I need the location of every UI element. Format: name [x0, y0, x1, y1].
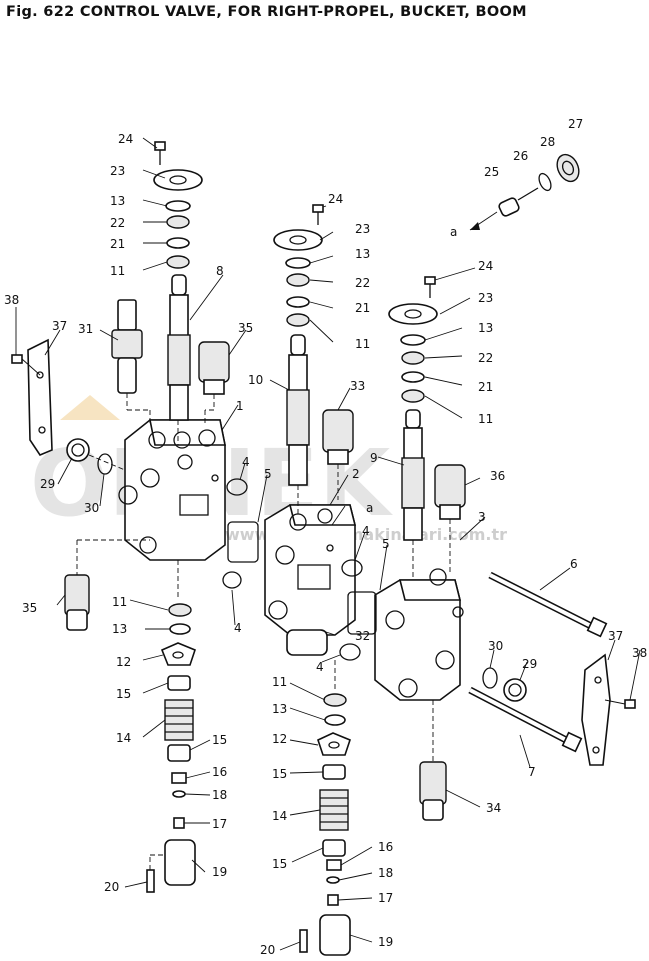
- callout-37: 37: [608, 629, 623, 643]
- relief-parts-top-right: [469, 153, 580, 231]
- spool-stack-right: [388, 276, 466, 580]
- callout-21: 21: [110, 237, 125, 251]
- valve-body-right: [374, 568, 464, 701]
- callout-30: 30: [84, 501, 99, 515]
- callout-11: 11: [272, 675, 287, 689]
- callout-21: 21: [355, 301, 370, 315]
- callout-24: 24: [478, 259, 493, 273]
- callout-7: 7: [528, 765, 536, 779]
- callout-1: 1: [236, 399, 244, 413]
- callout-32: 32: [355, 629, 370, 643]
- callout-11: 11: [112, 595, 127, 609]
- callout-21: 21: [478, 380, 493, 394]
- callout-a: a: [366, 501, 373, 515]
- callout-24: 24: [118, 132, 133, 146]
- left-side-parts: [11, 299, 230, 631]
- callout-19: 19: [378, 935, 393, 949]
- callout-4: 4: [362, 524, 370, 538]
- spring-cap-stack-left: [146, 560, 196, 893]
- callout-9: 9: [370, 451, 378, 465]
- callout-11: 11: [110, 264, 125, 278]
- callout-6: 6: [570, 557, 578, 571]
- callout-4: 4: [316, 660, 324, 674]
- callout-17: 17: [378, 891, 393, 905]
- figure-title: Fig. 622 CONTROL VALVE, FOR RIGHT-PROPEL…: [6, 4, 527, 20]
- callout-11: 11: [355, 337, 370, 351]
- callout-13: 13: [112, 622, 127, 636]
- tie-bolts-right: [419, 571, 636, 821]
- callout-29: 29: [40, 477, 55, 491]
- callout-20: 20: [260, 943, 275, 957]
- callout-15: 15: [272, 857, 287, 871]
- callout-34: 34: [486, 801, 501, 815]
- callout-16: 16: [378, 840, 393, 854]
- callout-18: 18: [212, 788, 227, 802]
- callout-25: 25: [484, 165, 499, 179]
- watermark-logo-mark: [60, 395, 120, 420]
- callout-13: 13: [110, 194, 125, 208]
- leader-lines: [15, 137, 641, 951]
- callout-4: 4: [242, 455, 250, 469]
- callout-5: 5: [382, 537, 390, 551]
- callout-35: 35: [22, 601, 37, 615]
- callout-35: 35: [238, 321, 253, 335]
- callout-23: 23: [478, 291, 493, 305]
- spring-cap-stack-center: [299, 660, 351, 956]
- callout-38: 38: [4, 293, 19, 307]
- gaskets: [222, 478, 377, 661]
- callout-19: 19: [212, 865, 227, 879]
- callout-23: 23: [355, 222, 370, 236]
- callout-33: 33: [350, 379, 365, 393]
- callout-a: a: [450, 225, 457, 239]
- callout-8: 8: [216, 264, 224, 278]
- callout-20: 20: [104, 880, 119, 894]
- callout-13: 13: [355, 247, 370, 261]
- callout-22: 22: [110, 216, 125, 230]
- callout-37: 37: [52, 319, 67, 333]
- callout-14: 14: [272, 809, 287, 823]
- callout-29: 29: [522, 657, 537, 671]
- callout-26: 26: [513, 149, 528, 163]
- callout-24: 24: [328, 192, 343, 206]
- callout-31: 31: [78, 322, 93, 336]
- callout-15: 15: [272, 767, 287, 781]
- callout-15: 15: [116, 687, 131, 701]
- callout-2: 2: [352, 467, 360, 481]
- callout-17: 17: [212, 817, 227, 831]
- callout-3: 3: [478, 510, 486, 524]
- callout-10: 10: [248, 373, 263, 387]
- callout-22: 22: [478, 351, 493, 365]
- callout-15: 15: [212, 733, 227, 747]
- callout-27: 27: [568, 117, 583, 131]
- callout-38: 38: [632, 646, 647, 660]
- callout-14: 14: [116, 731, 131, 745]
- valve-body-center: [264, 504, 357, 656]
- callout-12: 12: [116, 655, 131, 669]
- callout-12: 12: [272, 732, 287, 746]
- callout-18: 18: [378, 866, 393, 880]
- valve-body-left: [118, 419, 226, 561]
- callout-36: 36: [490, 469, 505, 483]
- callout-30: 30: [488, 639, 503, 653]
- callout-4: 4: [234, 621, 242, 635]
- callout-22: 22: [355, 276, 370, 290]
- callout-11: 11: [478, 412, 493, 426]
- callout-5: 5: [264, 467, 272, 481]
- spool-stack-left: [153, 141, 203, 445]
- callout-16: 16: [212, 765, 227, 779]
- callout-13: 13: [478, 321, 493, 335]
- callout-28: 28: [540, 135, 555, 149]
- callout-13: 13: [272, 702, 287, 716]
- callout-23: 23: [110, 164, 125, 178]
